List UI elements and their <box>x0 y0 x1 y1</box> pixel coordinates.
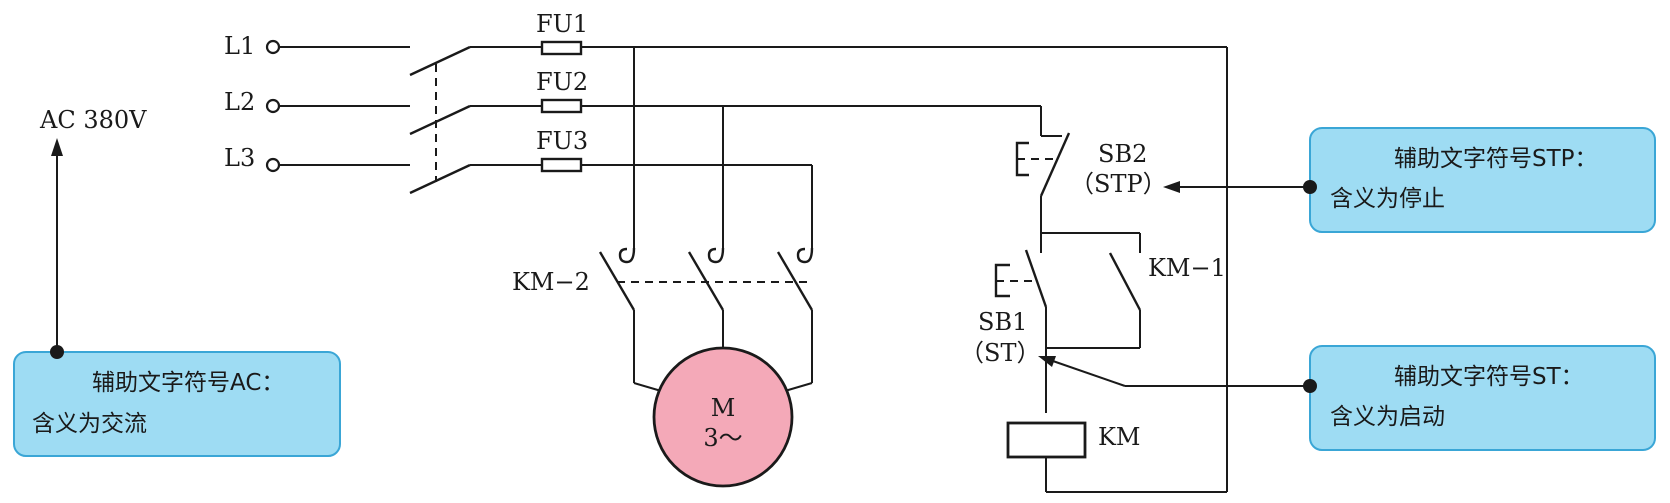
stp-arrow-head <box>1163 181 1180 193</box>
callout-stp-line2: 含义为停止 <box>1330 186 1445 212</box>
terminal-l3-label: L3 <box>224 144 255 172</box>
km-arc-2 <box>707 247 725 264</box>
km2-label: KM−2 <box>512 268 590 296</box>
callout-stp-line1: 辅助文字符号STP： <box>1394 146 1598 172</box>
terminal-l2-label: L2 <box>224 88 255 116</box>
callout-ac-dot <box>50 345 64 359</box>
fuse-fu2 <box>540 98 583 114</box>
km-main-blade-3 <box>776 251 814 311</box>
callout-stp-dot <box>1303 180 1317 194</box>
terminal-l3 <box>265 157 281 173</box>
km-arc-1 <box>618 247 636 264</box>
callout-st-line1: 辅助文字符号ST： <box>1394 364 1584 390</box>
motor-label-phase: 3～ <box>703 424 742 452</box>
callout-st-dot <box>1303 379 1317 393</box>
km-coil <box>1006 421 1087 459</box>
callout-st <box>1309 345 1656 451</box>
km-coil-label: KM <box>1098 423 1141 451</box>
ac-label: AC 380V <box>39 106 147 134</box>
fuse-fu3-label: FU3 <box>536 127 588 155</box>
sb1-blade <box>1024 249 1048 308</box>
st-arrow-head <box>1038 356 1056 367</box>
st-label: （ST） <box>960 339 1040 367</box>
st-pointer-line-diag <box>1049 359 1126 387</box>
terminal-l1 <box>265 39 281 55</box>
callout-st-line2: 含义为启动 <box>1330 404 1445 430</box>
sb1-label: SB1 <box>978 308 1027 336</box>
sb2-blade <box>1039 132 1071 197</box>
km-arc-3 <box>796 247 814 264</box>
fuse-fu2-label: FU2 <box>536 68 588 96</box>
fuse-fu3 <box>540 157 583 173</box>
callout-ac-line2: 含义为交流 <box>32 411 147 437</box>
qs-blade-1 <box>409 45 471 77</box>
callout-stp <box>1309 127 1656 233</box>
fuse-fu1-label: FU1 <box>536 10 588 38</box>
km1-blade <box>1108 252 1142 311</box>
motor-label-m: M <box>711 394 736 422</box>
terminal-l1-label: L1 <box>224 32 255 60</box>
motor <box>652 346 794 488</box>
qs-blade-2 <box>409 104 471 136</box>
callout-ac <box>13 351 341 457</box>
ac-arrow-head <box>51 138 63 156</box>
stp-label: （STP） <box>1070 170 1167 198</box>
qs-blade-3 <box>409 163 471 195</box>
callout-ac-line1: 辅助文字符号AC： <box>92 370 284 396</box>
fuse-fu1 <box>540 40 583 56</box>
terminal-l2 <box>265 98 281 114</box>
sb2-label: SB2 <box>1098 140 1147 168</box>
km1-label: KM−1 <box>1148 254 1226 282</box>
